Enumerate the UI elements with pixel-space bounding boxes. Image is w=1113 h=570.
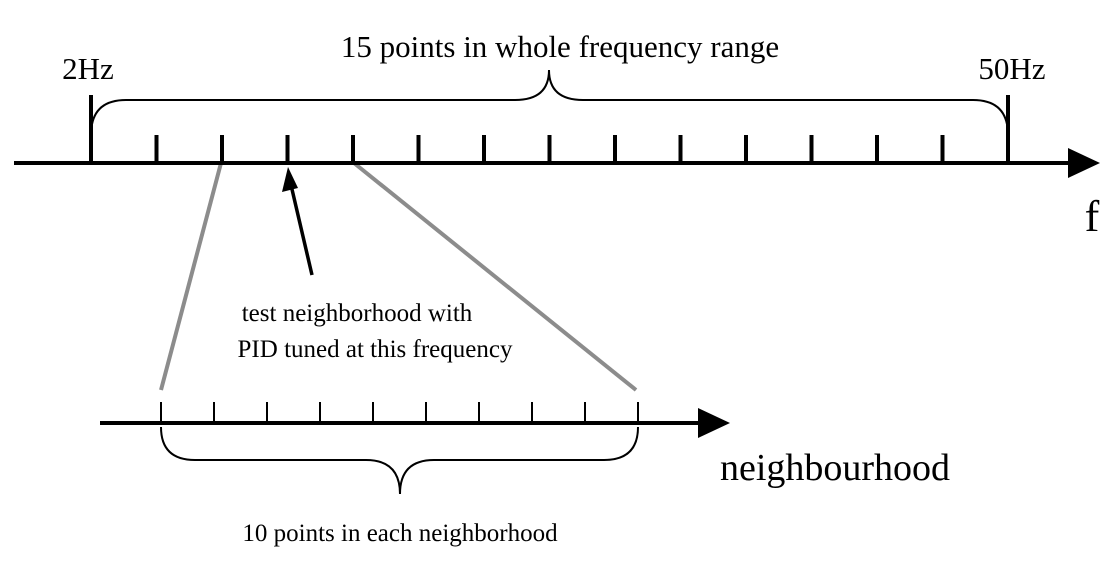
- callout-arrow-shaft: [289, 184, 314, 276]
- main-range-brace: [90, 69, 1009, 136]
- neighbourhood-axis-arrowhead: [698, 408, 730, 438]
- main-range-label: 15 points in whole frequency range: [341, 29, 779, 64]
- main-axis-end-label: 50Hz: [978, 51, 1045, 86]
- callout-text-line2: PID tuned at this frequency: [238, 336, 513, 363]
- callout-arrowhead: [282, 167, 298, 192]
- main-axis-label: f: [1085, 192, 1100, 241]
- main-axis-arrowhead: [1068, 148, 1100, 178]
- neighbourhood-axis: neighbourhood 10 points in each neighbor…: [100, 402, 950, 547]
- zoom-line-right: [352, 161, 638, 392]
- neighbourhood-range-brace: [160, 426, 639, 495]
- neighbourhood-axis-ticks: [160, 402, 639, 423]
- neighbourhood-range-label: 10 points in each neighborhood: [242, 520, 558, 547]
- zoom-line-left: [159, 162, 223, 391]
- callout-text-line1: test neighborhood with: [242, 300, 473, 327]
- callout: test neighborhood with PID tuned at this…: [238, 167, 513, 363]
- neighbourhood-axis-label: neighbourhood: [720, 447, 950, 489]
- main-axis: 2Hz 50Hz 15 points in whole frequency ra…: [14, 29, 1100, 241]
- main-axis-start-label: 2Hz: [62, 51, 114, 86]
- main-axis-ticks: [89, 95, 1010, 163]
